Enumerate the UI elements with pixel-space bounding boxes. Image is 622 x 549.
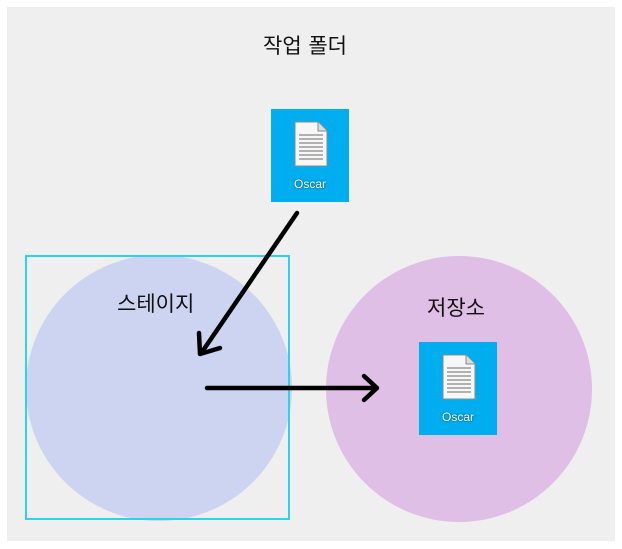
text-document-icon: [442, 354, 476, 400]
working-folder-title: 작업 폴더: [263, 34, 347, 58]
file-icon-repository[interactable]: Oscar: [419, 342, 497, 435]
text-document-icon: [294, 121, 328, 167]
repository-label: 저장소: [427, 296, 485, 320]
stage-label: 스테이지: [117, 292, 195, 316]
file-name-label: Oscar: [293, 177, 326, 191]
file-name-label: Oscar: [441, 410, 474, 424]
file-icon-working[interactable]: Oscar: [271, 109, 349, 202]
